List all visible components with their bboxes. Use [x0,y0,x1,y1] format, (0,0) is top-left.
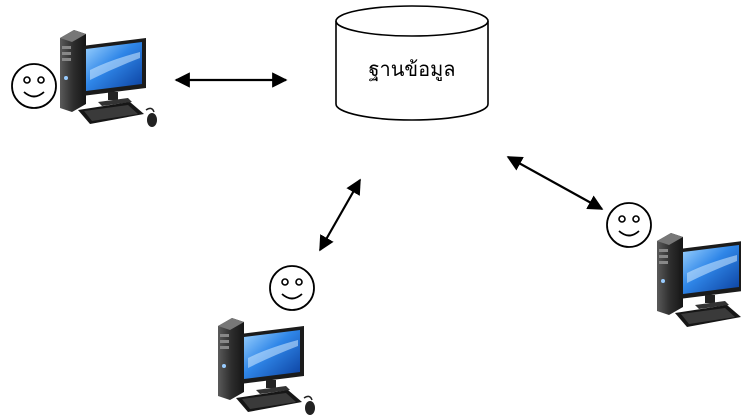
user-bottom-center [217,265,316,416]
user-top-left [11,29,158,128]
smiley-icon [11,63,57,109]
double-arrow-icon [506,156,604,210]
desktop-computer-icon [217,317,316,416]
desktop-computer-icon [656,232,741,331]
database-cylinder-icon [335,5,489,121]
smiley-icon [606,202,652,248]
user-right [606,202,741,331]
double-arrow-icon [319,178,361,252]
database-label: ฐานข้อมูล [368,57,455,82]
desktop-computer-icon [59,29,158,128]
smiley-icon [269,265,315,311]
